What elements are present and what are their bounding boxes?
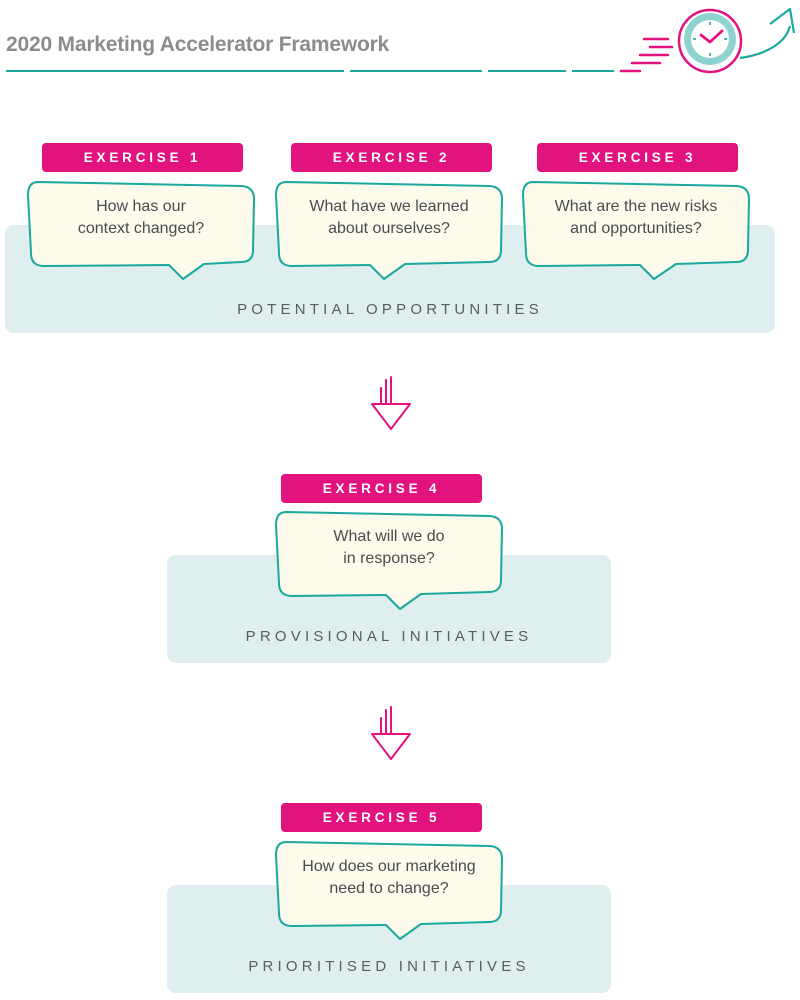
- exercise-3-question: What are the new risks and opportunities…: [521, 196, 751, 240]
- exercise-4-tag: EXERCISE 4: [281, 474, 482, 503]
- panel-label: POTENTIAL OPPORTUNITIES: [237, 301, 543, 318]
- question-line: in response?: [343, 550, 435, 567]
- clock-icon: [677, 8, 743, 74]
- speech-bubble-shape: [27, 181, 255, 280]
- exercise-1-tag: EXERCISE 1: [42, 143, 243, 172]
- exercise-4-question: What will we do in response?: [274, 526, 504, 570]
- question-line: How has our: [96, 198, 186, 215]
- question-line: What will we do: [333, 528, 445, 545]
- exercise-2-tag: EXERCISE 2: [291, 143, 492, 172]
- speech-bubble-shape: [275, 181, 503, 280]
- question-line: What have we learned: [309, 198, 469, 215]
- header-decoration: [6, 7, 796, 74]
- question-line: context changed?: [77, 220, 205, 237]
- question-line: need to change?: [329, 880, 449, 897]
- question-line: How does our marketing: [302, 858, 476, 875]
- down-arrow-icon: [371, 376, 411, 430]
- exercise-2-bubble: What have we learned about ourselves?: [274, 180, 504, 280]
- question-line: about ourselves?: [328, 220, 450, 237]
- exercise-2-question: What have we learned about ourselves?: [274, 196, 504, 240]
- page-title: 2020 Marketing Accelerator Framework: [6, 33, 390, 56]
- exercise-5-tag: EXERCISE 5: [281, 803, 482, 832]
- exercise-5-bubble: How does our marketing need to change?: [274, 840, 504, 940]
- exercise-5-question: How does our marketing need to change?: [274, 856, 504, 900]
- upward-arrow-icon: [739, 7, 796, 60]
- question-line: and opportunities?: [570, 220, 702, 237]
- speech-bubble-shape: [275, 841, 503, 940]
- panel-label: PRIORITISED INITIATIVES: [248, 958, 530, 975]
- speed-lines: [619, 37, 674, 73]
- exercise-3-tag: EXERCISE 3: [537, 143, 738, 172]
- exercise-1-question: How has our context changed?: [26, 196, 256, 240]
- question-line: What are the new risks: [554, 198, 718, 215]
- exercise-4-bubble: What will we do in response?: [274, 510, 504, 610]
- speech-bubble-shape: [275, 511, 503, 610]
- exercise-1-bubble: How has our context changed?: [26, 180, 256, 280]
- panel-label: PROVISIONAL INITIATIVES: [245, 628, 533, 645]
- exercise-3-bubble: What are the new risks and opportunities…: [521, 180, 751, 280]
- down-arrow-icon: [371, 706, 411, 760]
- speech-bubble-shape: [522, 181, 750, 280]
